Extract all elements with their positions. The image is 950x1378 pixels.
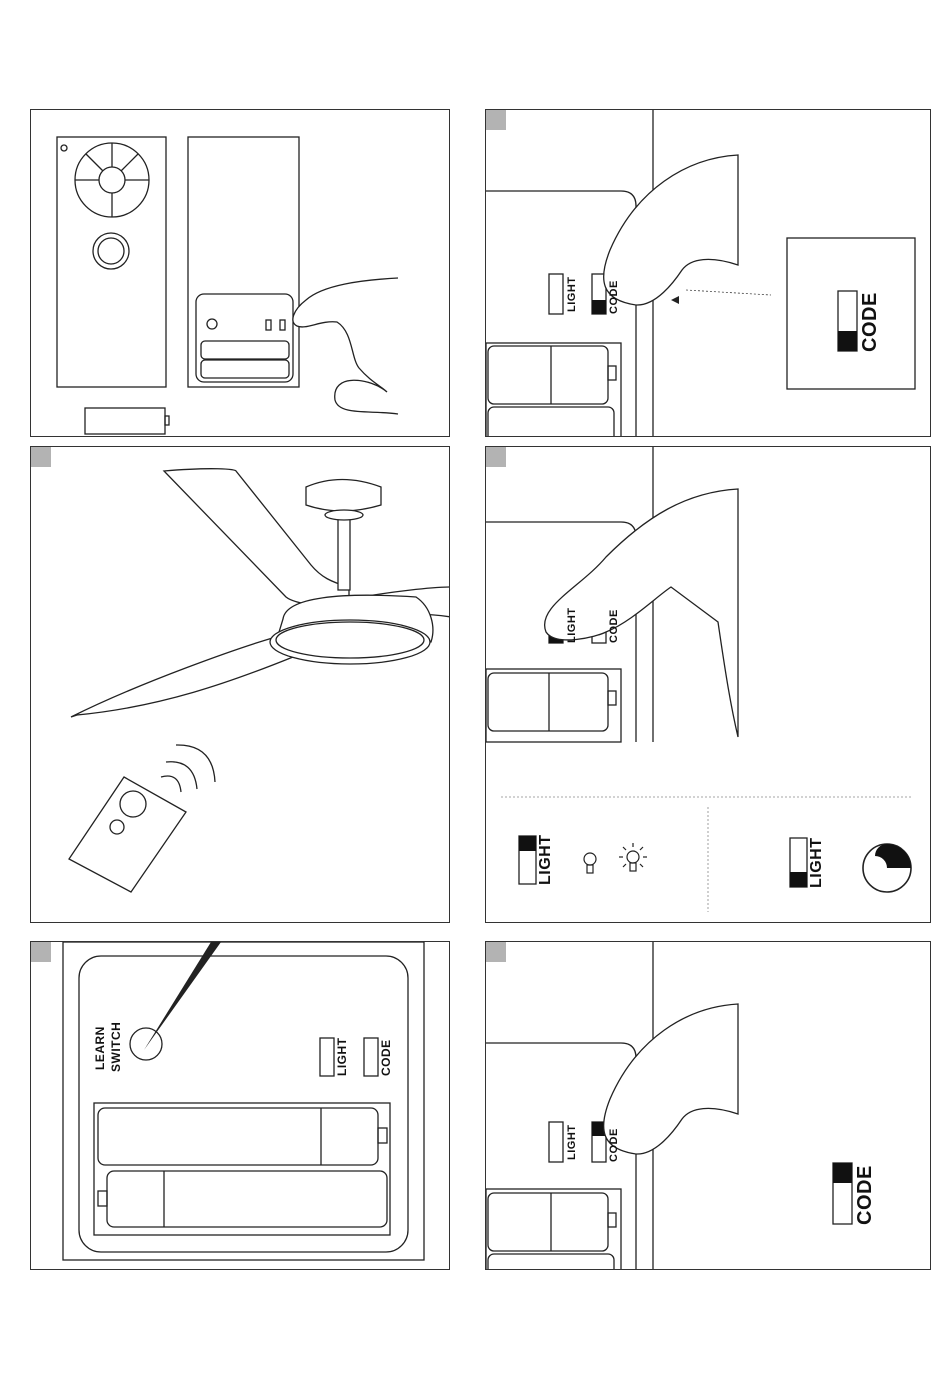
light-label: LIGHT bbox=[566, 608, 578, 644]
finger-icon bbox=[604, 1004, 738, 1154]
remote-battery-drawing bbox=[31, 110, 450, 437]
panel-light-switch: LIGHT CODE LIGHT LIGHT bbox=[485, 446, 931, 923]
bulb-icon bbox=[584, 853, 596, 873]
screwdriver-icon bbox=[144, 942, 221, 1050]
finger-icon bbox=[293, 278, 398, 414]
learn-switch-drawing bbox=[31, 942, 450, 1270]
light-label: LIGHT bbox=[335, 1038, 349, 1077]
light-label: LIGHT bbox=[566, 1125, 578, 1161]
code-switch-drawing bbox=[486, 110, 931, 437]
switch-label: SWITCH bbox=[109, 1022, 123, 1072]
finger-icon bbox=[604, 155, 738, 305]
code-label-large: CODE bbox=[859, 292, 882, 352]
panel-code-switch-down: LIGHT CODE CODE bbox=[485, 109, 931, 437]
code-label-large: CODE bbox=[854, 1165, 877, 1225]
learn-label: LEARN bbox=[93, 1026, 107, 1070]
light-dim-label: LIGHT bbox=[808, 838, 826, 889]
code-label: CODE bbox=[608, 1128, 620, 1162]
remote-icon bbox=[57, 137, 166, 387]
dimmer-icon bbox=[863, 844, 911, 892]
fan-remote-drawing bbox=[31, 447, 450, 923]
panel-learn-switch: LEARN SWITCH LIGHT CODE bbox=[30, 941, 450, 1270]
bulb-on-icon bbox=[619, 843, 647, 871]
remote-icon bbox=[69, 777, 186, 892]
light-on-label: LIGHT bbox=[537, 835, 555, 886]
code-label: CODE bbox=[608, 609, 620, 643]
code-label: CODE bbox=[608, 280, 620, 314]
panel-fan-remote bbox=[30, 446, 450, 923]
panel-code-switch-up: LIGHT CODE CODE bbox=[485, 941, 931, 1270]
battery-icon bbox=[85, 408, 169, 434]
code-label: CODE bbox=[379, 1039, 393, 1076]
fan-icon bbox=[71, 469, 450, 717]
panel-remote-battery bbox=[30, 109, 450, 437]
light-label: LIGHT bbox=[566, 277, 578, 313]
